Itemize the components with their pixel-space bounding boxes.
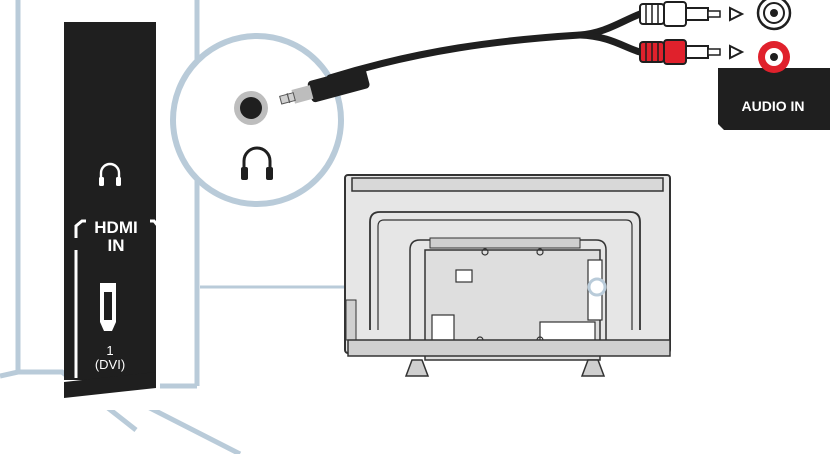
hdmi-port-icon	[100, 283, 116, 331]
side-panel-outline	[0, 0, 16, 382]
panel-strip-bottom	[64, 372, 156, 398]
hdmi-label: HDMI	[94, 218, 138, 237]
hdmi-port-number: 1	[106, 343, 114, 358]
cable-wire	[326, 10, 644, 82]
tv-headphone-jack-marker	[587, 277, 607, 297]
audio-in-panel	[718, 0, 830, 130]
tv-bottom-bezel	[347, 339, 671, 357]
hdmi-in-label: IN	[107, 236, 125, 255]
callout-headphones-icon	[241, 146, 273, 180]
tv-stand-right	[580, 359, 606, 377]
jack-callout	[170, 33, 596, 289]
cable-split	[576, 31, 644, 56]
mini-jack-plug	[279, 67, 370, 105]
hdmi-port-note: (DVI)	[94, 357, 126, 372]
hdmi-section-bracket	[74, 219, 160, 378]
tv-rear-view	[344, 174, 671, 377]
audio-in-badge	[718, 68, 830, 130]
tv-left-ports	[345, 299, 357, 341]
headphones-icon	[99, 162, 121, 186]
tv-power-socket	[431, 314, 455, 342]
audio-in-label: AUDIO IN	[741, 98, 805, 114]
tv-vent-row	[429, 237, 581, 249]
tv-top-vent	[351, 177, 664, 192]
audio-cable	[279, 10, 644, 105]
rca-plug-white	[639, 1, 745, 27]
side-panel-closeup	[0, 0, 242, 454]
tv-stand-left	[404, 359, 430, 377]
tv-io-block	[539, 321, 596, 343]
headphone-jack-icon	[234, 91, 268, 125]
panel-strip	[64, 22, 156, 402]
tv-inner-rim	[369, 211, 641, 330]
tv-port-block	[455, 269, 473, 283]
rca-plug-red	[639, 39, 745, 65]
